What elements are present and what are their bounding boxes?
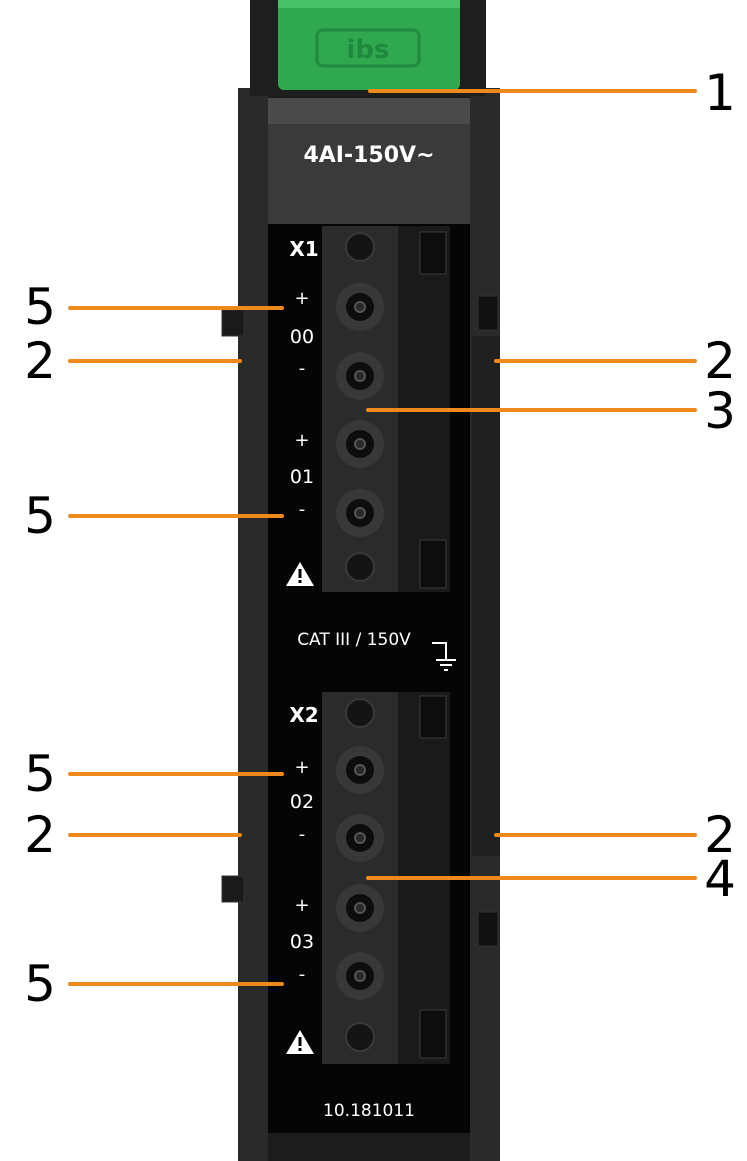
channel-number: 01	[290, 466, 314, 488]
channel-number: 03	[290, 931, 314, 953]
channel-number: 02	[290, 791, 314, 813]
screw-terminal[interactable]	[336, 352, 384, 400]
connector-label-x2: X2	[289, 703, 318, 727]
callout-number-5: 5	[24, 745, 56, 803]
plus-label: +	[294, 895, 309, 916]
callout-number-2: 2	[704, 332, 736, 390]
callout-number-5: 5	[24, 278, 56, 336]
minus-label: -	[299, 824, 306, 845]
top-latch[interactable]: ibs	[250, 0, 486, 96]
callout-number-5: 5	[24, 955, 56, 1013]
plus-label: +	[294, 288, 309, 309]
category-label: CAT III / 150V	[297, 630, 411, 650]
minus-label: -	[299, 964, 306, 985]
minus-label: -	[299, 499, 306, 520]
screw-terminal[interactable]	[336, 814, 384, 862]
screw-terminal[interactable]	[336, 952, 384, 1000]
plus-label: +	[294, 757, 309, 778]
callout-number-2: 2	[24, 806, 56, 864]
model-label: 4AI-150V~	[303, 143, 434, 168]
warning-triangle-icon	[286, 562, 314, 586]
screw-terminal[interactable]	[336, 489, 384, 537]
screw-terminal[interactable]	[336, 884, 384, 932]
ground-icon	[432, 642, 456, 671]
screw-terminal[interactable]	[336, 420, 384, 468]
screw-terminal[interactable]	[336, 283, 384, 331]
callout-number-2: 2	[704, 806, 736, 864]
connector-label-x1: X1	[289, 237, 318, 261]
plus-label: +	[294, 430, 309, 451]
channel-number: 00	[290, 326, 314, 348]
callout-number-1: 1	[704, 64, 736, 122]
minus-label: -	[299, 358, 306, 379]
callout-number-2: 2	[24, 332, 56, 390]
callout-number-5: 5	[24, 487, 56, 545]
callout-number-4: 4	[704, 850, 736, 908]
svg-text:ibs: ibs	[347, 35, 390, 65]
screw-terminal[interactable]	[336, 746, 384, 794]
ibs-logo: ibs	[315, 28, 421, 68]
part-number: 10.181011	[323, 1101, 415, 1121]
warning-triangle-icon	[286, 1030, 314, 1054]
callout-lines	[68, 89, 697, 986]
callout-number-3: 3	[704, 382, 736, 440]
